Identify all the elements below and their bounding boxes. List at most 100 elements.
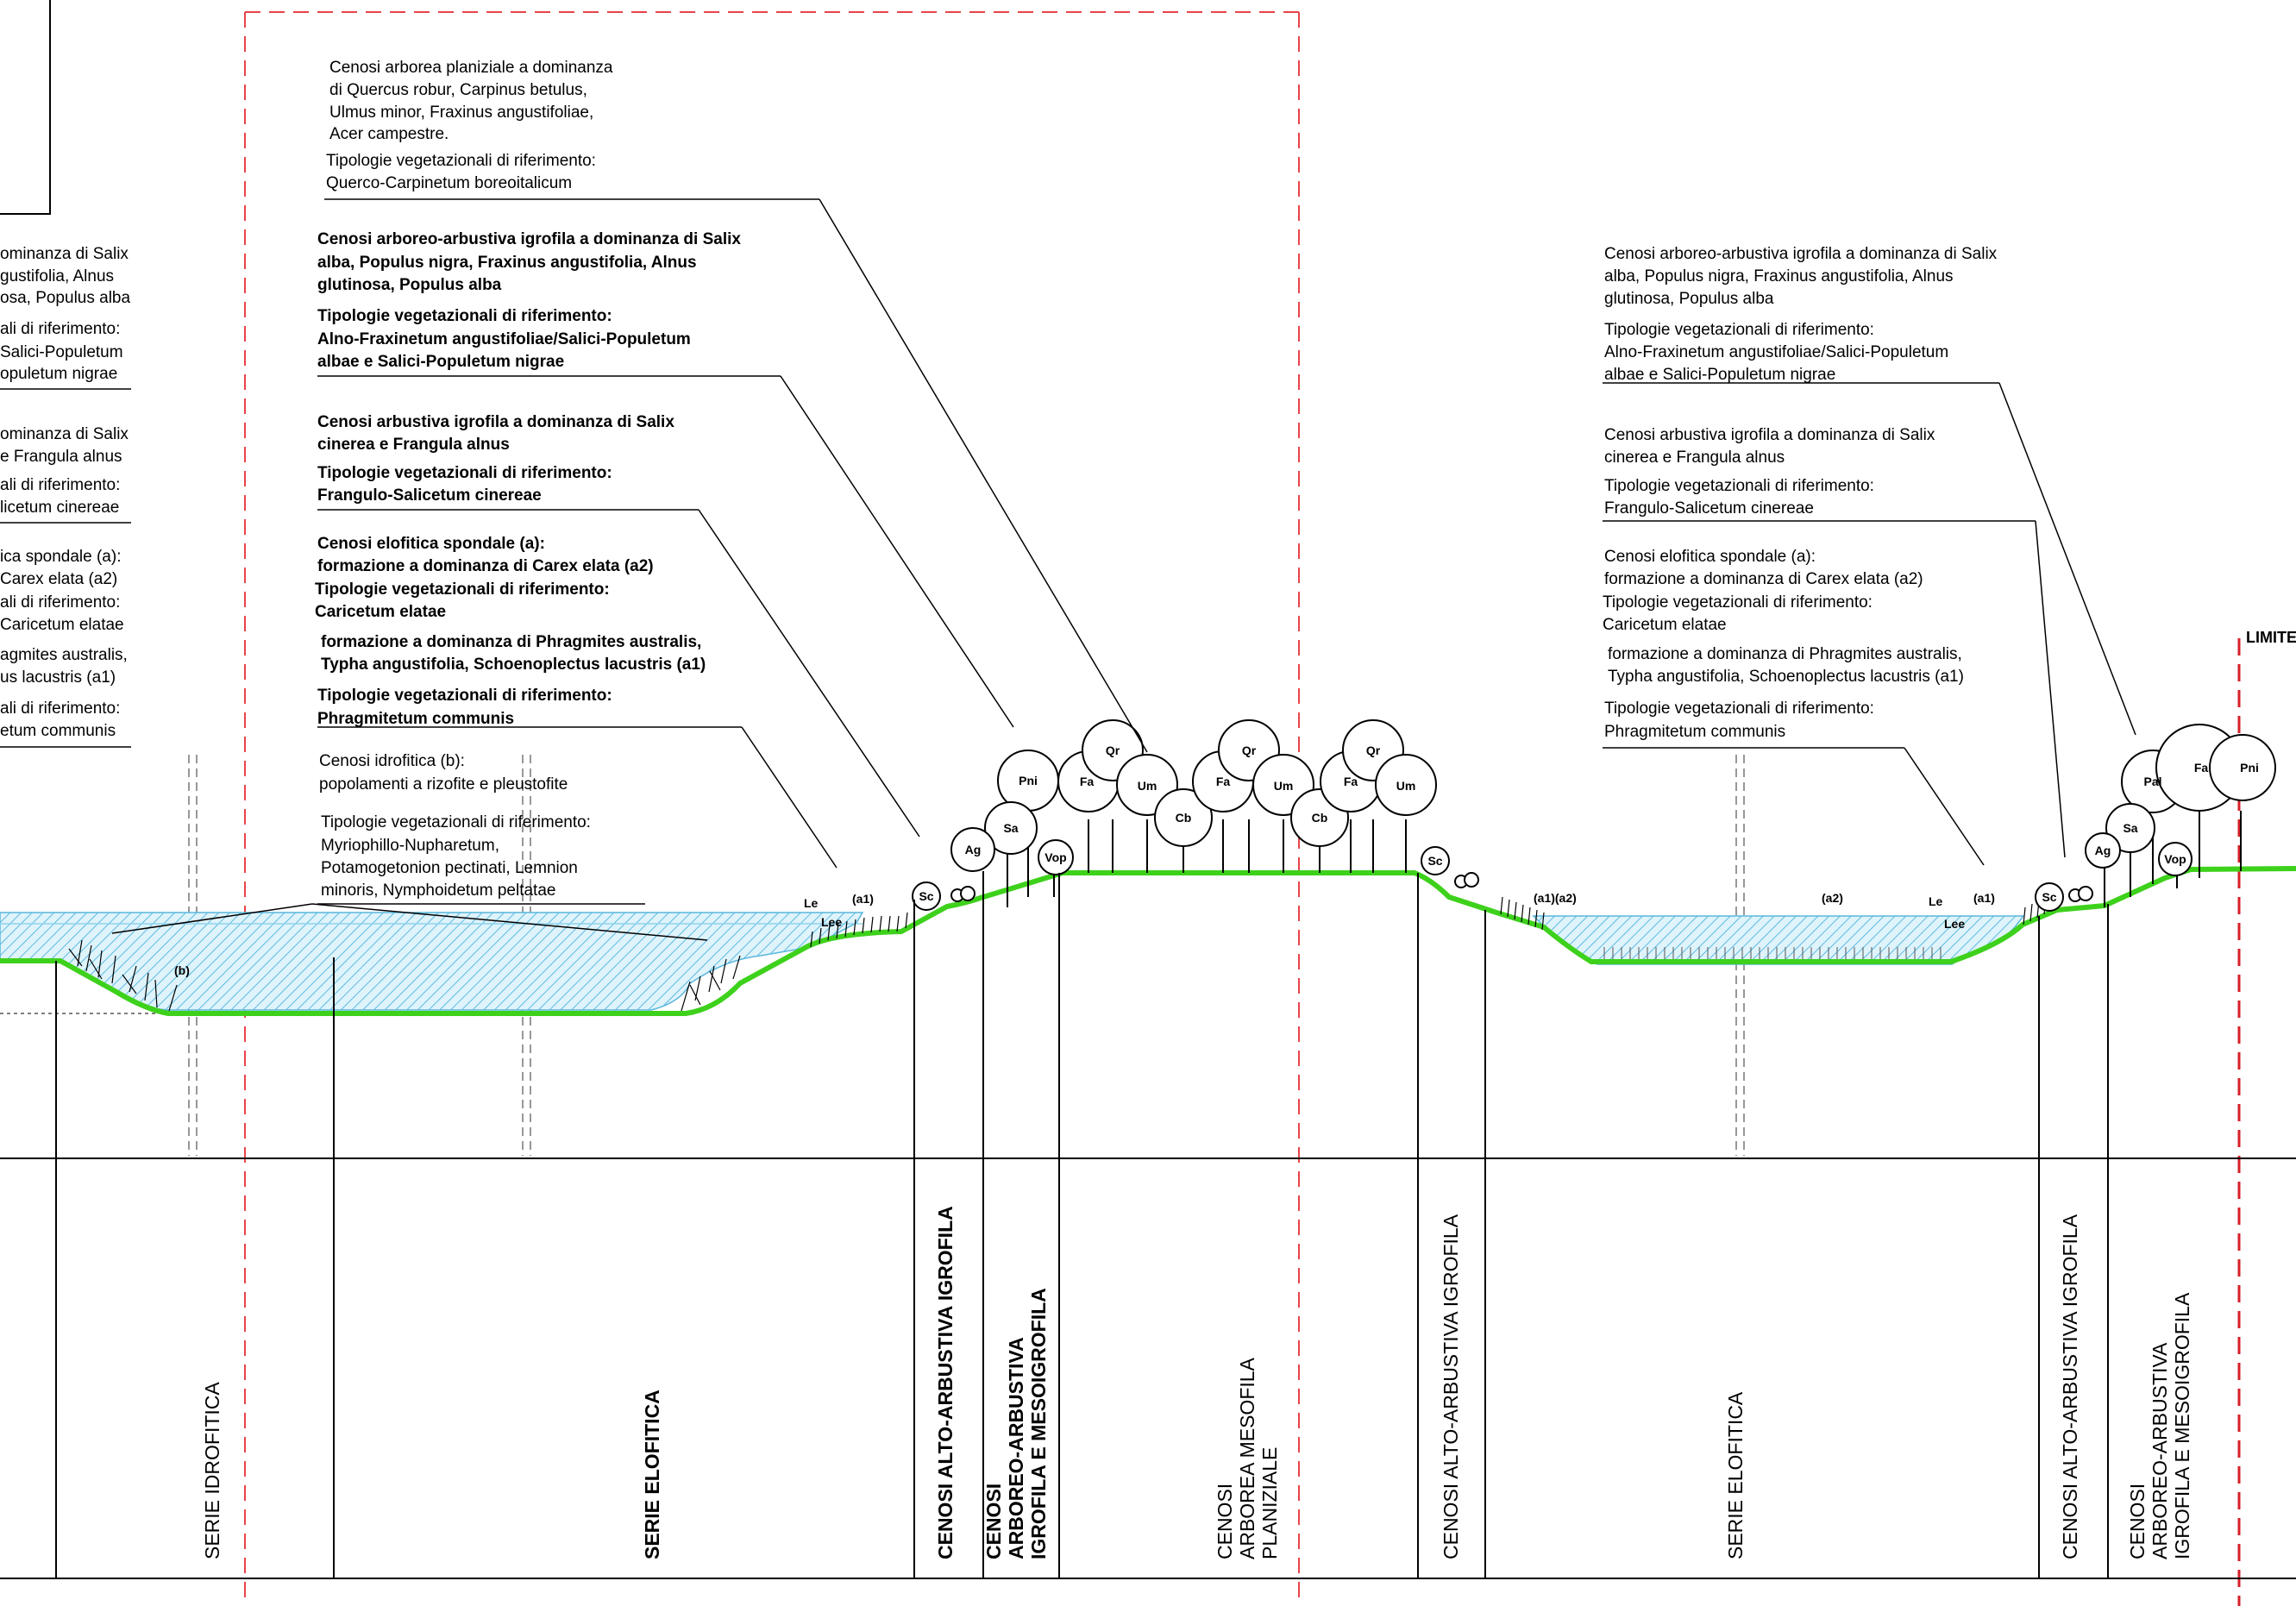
annotation-igrofila-arborea-right: Cenosi arboreo-arbustiva igrofila a domi… — [1604, 245, 1998, 384]
svg-text:Tipologie vegetazionali di rif: Tipologie vegetazionali di riferimento: — [317, 307, 612, 325]
svg-text:Fa: Fa — [1344, 775, 1358, 788]
trees-right — [2035, 724, 2276, 912]
svg-text:albae e Salici-Populetum nigra: albae e Salici-Populetum nigrae — [317, 353, 564, 371]
svg-text:minoris, Nymphoidetum peltatae: minoris, Nymphoidetum peltatae — [321, 881, 555, 900]
svg-text:ominanza di Salix: ominanza di Salix — [0, 425, 129, 443]
left-annotations: ominanza di Salix gustifolia, Alnus osa,… — [0, 245, 131, 748]
svg-text:Vop: Vop — [1044, 850, 1066, 864]
svg-text:etum communis: etum communis — [0, 722, 116, 740]
svg-text:CENOSI ALTO-ARBUSTIVA IGROFILA: CENOSI ALTO-ARBUSTIVA IGROFILA — [2059, 1214, 2081, 1559]
svg-text:Fa: Fa — [2194, 761, 2209, 775]
svg-text:ominanza di Salix: ominanza di Salix — [0, 245, 129, 263]
limit-label: LIMITE I — [2246, 629, 2296, 646]
svg-text:Cenosi arbustiva igrofila a do: Cenosi arbustiva igrofila a dominanza di… — [317, 413, 674, 431]
svg-text:ali di riferimento:: ali di riferimento: — [0, 476, 120, 494]
svg-text:Sc: Sc — [919, 889, 933, 903]
svg-text:cinerea e Frangula alnus: cinerea e Frangula alnus — [317, 436, 510, 454]
svg-text:Sc: Sc — [1427, 854, 1442, 868]
svg-text:us lacustris (a1): us lacustris (a1) — [0, 668, 116, 687]
svg-text:ica spondale (a):: ica spondale (a): — [0, 548, 121, 566]
svg-text:Um: Um — [1396, 779, 1416, 793]
svg-text:Tipologie vegetazionali di rif: Tipologie vegetazionali di riferimento: — [1604, 699, 1874, 718]
svg-text:Potamogetonion pectinati, Lemn: Potamogetonion pectinati, Lemnion — [321, 859, 578, 877]
tree-sa — [2105, 803, 2155, 853]
svg-text:Lee: Lee — [1944, 917, 1965, 931]
svg-text:Pni: Pni — [1019, 774, 1038, 787]
svg-text:e Frangula alnus: e Frangula alnus — [0, 448, 122, 466]
svg-text:Lee: Lee — [821, 915, 842, 929]
annotation-arbustiva-mid: Cenosi arbustiva igrofila a dominanza di… — [317, 413, 674, 505]
svg-text:Caricetum elatae: Caricetum elatae — [315, 603, 446, 621]
svg-text:(a1): (a1) — [852, 892, 874, 906]
svg-text:alba, Populus nigra, Fraxinus: alba, Populus nigra, Fraxinus angustifol… — [1604, 267, 1954, 285]
svg-text:Alno-Fraxinetum angustifoliae/: Alno-Fraxinetum angustifoliae/Salici-Pop… — [317, 330, 691, 348]
svg-text:Cb: Cb — [1176, 811, 1192, 825]
svg-text:PLANIZIALE: PLANIZIALE — [1258, 1447, 1281, 1559]
shrub-sc — [912, 881, 941, 911]
svg-text:ali di riferimento:: ali di riferimento: — [0, 593, 120, 612]
svg-text:Cenosi idrofitica (b):: Cenosi idrofitica (b): — [319, 752, 465, 770]
svg-text:formazione a dominanza di Care: formazione a dominanza di Carex elata (a… — [317, 557, 654, 575]
annotation-arbustiva-right: Cenosi arbustiva igrofila a dominanza di… — [1604, 426, 1935, 518]
svg-text:Frangulo-Salicetum cinereae: Frangulo-Salicetum cinereae — [1604, 499, 1814, 518]
svg-text:Cenosi arboreo-arbustiva igrof: Cenosi arboreo-arbustiva igrofila a domi… — [1604, 245, 1998, 263]
svg-text:alba, Populus nigra, Fraxinus: alba, Populus nigra, Fraxinus angustifol… — [317, 254, 697, 272]
water-body-left — [0, 912, 864, 1011]
zone-serie-elofitica: SERIE ELOFITICA — [641, 1390, 663, 1559]
annotation-igrofila-arborea-mid: Cenosi arboreo-arbustiva igrofila a domi… — [317, 230, 741, 371]
svg-text:Sc: Sc — [2042, 890, 2056, 904]
svg-text:osa, Populus alba: osa, Populus alba — [0, 289, 130, 307]
svg-text:Qr: Qr — [1106, 743, 1120, 757]
reed-stems — [68, 896, 2047, 1012]
svg-text:(a2): (a2) — [1822, 891, 1843, 905]
svg-text:licetum cinereae: licetum cinereae — [0, 499, 119, 517]
annotation-mesofila: Cenosi arborea planiziale a dominanza di… — [326, 59, 613, 192]
svg-text:SERIE ELOFITICA: SERIE ELOFITICA — [1724, 1391, 1747, 1559]
svg-text:Cb: Cb — [1312, 811, 1328, 825]
svg-text:(a1): (a1) — [1973, 891, 1995, 905]
svg-text:Pni: Pni — [2240, 761, 2259, 775]
shrub-sc — [1421, 846, 1450, 875]
svg-text:ARBOREO-ARBUSTIVA: ARBOREO-ARBUSTIVA — [1005, 1337, 1027, 1559]
svg-text:Caricetum elatae: Caricetum elatae — [1603, 616, 1727, 634]
svg-text:Typha angustifolia, Schoenople: Typha angustifolia, Schoenoplectus lacus… — [1608, 668, 1964, 686]
svg-text:CENOSI ALTO-ARBUSTIVA IGROFILA: CENOSI ALTO-ARBUSTIVA IGROFILA — [1440, 1214, 1462, 1559]
svg-text:Sa: Sa — [2123, 821, 2137, 835]
zone-alto-arbustiva: CENOSI ALTO-ARBUSTIVA IGROFILA — [934, 1206, 957, 1559]
svg-text:agmites australis,: agmites australis, — [0, 646, 128, 664]
svg-text:Le: Le — [804, 896, 819, 910]
tree-ag — [950, 827, 995, 872]
svg-text:glutinosa, Populus alba: glutinosa, Populus alba — [1604, 290, 1774, 308]
svg-text:albae e Salici-Populetum nigra: albae e Salici-Populetum nigrae — [1604, 366, 1835, 384]
svg-text:Cenosi arbustiva igrofila a do: Cenosi arbustiva igrofila a dominanza di… — [1604, 426, 1935, 444]
svg-text:Ag: Ag — [965, 843, 982, 856]
svg-text:Querco-Carpinetum boreoitalicu: Querco-Carpinetum boreoitalicum — [326, 174, 572, 192]
svg-text:Pal: Pal — [2143, 775, 2161, 788]
svg-text:IGROFILA E MESOIGROFILA: IGROFILA E MESOIGROFILA — [2171, 1292, 2193, 1559]
svg-text:Tipologie vegetazionali di rif: Tipologie vegetazionali di riferimento: — [321, 813, 591, 831]
svg-text:Alno-Fraxinetum angustifoliae/: Alno-Fraxinetum angustifoliae/Salici-Pop… — [1604, 343, 1948, 361]
tree-ag — [2085, 832, 2121, 869]
svg-text:formazione a dominanza di Phra: formazione a dominanza di Phragmites aus… — [321, 633, 701, 651]
svg-text:Qr: Qr — [1366, 743, 1381, 757]
sedge-band — [1603, 947, 1942, 959]
annotation-elofitica-right: Cenosi elofitica spondale (a): formazion… — [1603, 548, 1964, 741]
svg-text:ARBOREA MESOFILA: ARBOREA MESOFILA — [1236, 1357, 1258, 1559]
svg-text:Cenosi elofitica spondale (a):: Cenosi elofitica spondale (a): — [1604, 548, 1816, 566]
svg-text:IGROFILA E MESOIGROFILA: IGROFILA E MESOIGROFILA — [1027, 1288, 1050, 1559]
svg-text:Tipologie vegetazionali di rif: Tipologie vegetazionali di riferimento: — [315, 580, 610, 599]
svg-text:ARBOREO-ARBUSTIVA: ARBOREO-ARBUSTIVA — [2149, 1342, 2171, 1559]
svg-text:Myriophillo-Nupharetum,: Myriophillo-Nupharetum, — [321, 837, 499, 855]
plant-labels: (b) (a1) Le Lee (a1)(a2) (a2) Le (a1) Le… — [174, 891, 1995, 977]
svg-text:Ulmus minor, Fraxinus angustif: Ulmus minor, Fraxinus angustifoliae, — [329, 104, 593, 122]
svg-text:(a1)(a2): (a1)(a2) — [1534, 891, 1577, 905]
svg-text:di Quercus robur, Carpinus bet: di Quercus robur, Carpinus betulus, — [329, 81, 587, 99]
svg-text:ali di riferimento:: ali di riferimento: — [0, 320, 120, 338]
zone-serie-idrofitica: SERIE IDROFITICA — [201, 1382, 223, 1559]
svg-text:Tipologie vegetazionali di rif: Tipologie vegetazionali di riferimento: — [1604, 477, 1874, 495]
svg-text:formazione a dominanza di Care: formazione a dominanza di Carex elata (a… — [1604, 570, 1923, 588]
svg-text:Tipologie vegetazionali di rif: Tipologie vegetazionali di riferimento: — [1604, 321, 1874, 339]
annotation-idrofitica: Cenosi idrofitica (b): popolamenti a riz… — [319, 752, 591, 900]
tree-labels-mid: Pni Sa Ag Vop Fa Qr Um Cb Fa Qr Um Cb Fa… — [919, 743, 1442, 903]
svg-text:CENOSI: CENOSI — [1214, 1484, 1236, 1559]
